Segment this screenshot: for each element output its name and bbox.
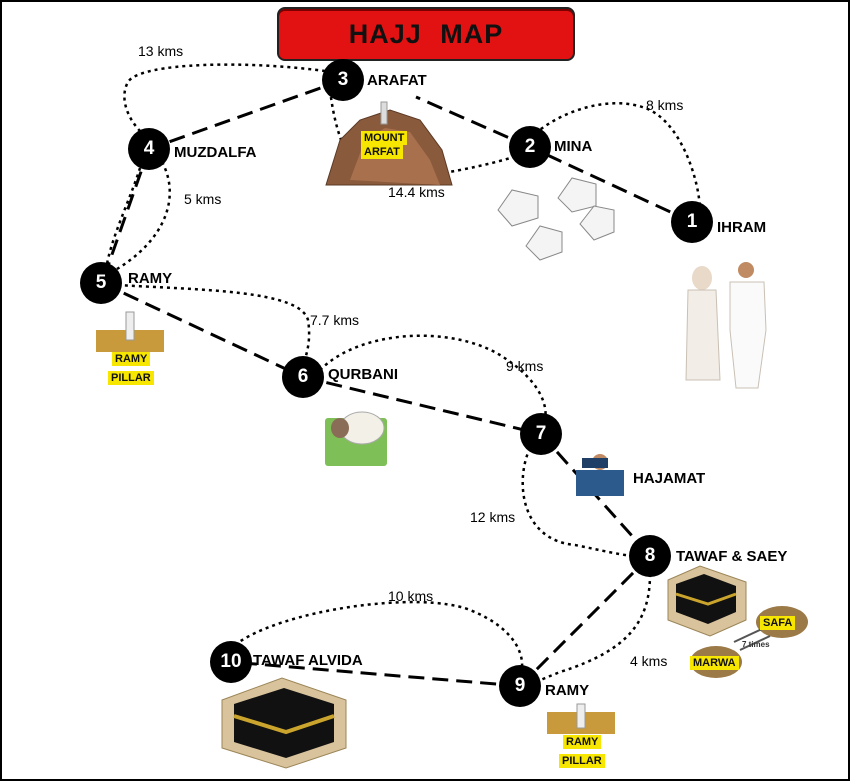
ramy-pillar-2-sign-line1: RAMY (563, 735, 602, 749)
ramy-pillar-2-sign-line2: PILLAR (559, 754, 605, 768)
stop-6-label: QURBANI (328, 366, 398, 383)
sheep-illustration (325, 411, 387, 466)
marwa-sign: MARWA (690, 656, 739, 670)
map-title-banner: HAJJ MAP (277, 7, 575, 61)
kaaba-illustration-2 (221, 677, 347, 769)
distance-ramy-qurbani: 7.7 kms (310, 312, 360, 328)
path-7-8 (521, 447, 636, 558)
path-mina-arafat (328, 89, 521, 182)
distance-mina-arafat: 14.4 kms (388, 184, 445, 200)
stop-5-label: RAMY (128, 270, 173, 287)
stop-2-label: MINA (554, 138, 593, 155)
ramy-pillar-1-illustration (96, 311, 164, 352)
path-arafat-muzdalfa (123, 63, 333, 141)
stop-1-label: IHRAM (717, 219, 767, 236)
stop-2-marker: 2 (509, 126, 551, 168)
stop-9-marker: 9 (499, 665, 541, 707)
stop-6-marker: 6 (282, 356, 324, 398)
stop-5-marker: 5 (80, 262, 122, 304)
route-1-2 (529, 145, 693, 224)
path-8-9 (529, 573, 652, 688)
ramy-pillar-1-sign-line2: PILLAR (108, 371, 154, 385)
route-9-10 (230, 660, 521, 688)
distance-arafat-muzdalfa: 13 kms (138, 43, 184, 59)
distance-mina-ihram: 8 kms (646, 97, 684, 113)
route-2-3 (415, 95, 531, 149)
distance-8-9: 4 kms (630, 653, 668, 669)
distance-7-8: 12 kms (470, 509, 516, 525)
mount-arfat-sign-line2: ARFAT (361, 145, 403, 159)
path-qurbani-7 (319, 334, 547, 421)
distance-qurbani-7: 9 kms (506, 358, 544, 374)
path-10-9 (234, 600, 524, 673)
stop-1-marker: 1 (671, 201, 713, 243)
pilgrims-illustration (685, 262, 767, 389)
stop-9-label: RAMY (545, 682, 590, 699)
stop-3-label: ARAFAT (367, 72, 427, 89)
kaaba-illustration-1 (667, 565, 747, 637)
path-ramy-qurbani (117, 283, 311, 367)
tents-illustration (497, 177, 615, 261)
stop-4-marker: 4 (128, 128, 170, 170)
seven-times-label: 7 times (742, 640, 770, 649)
path-muzdalfa-ramy (104, 161, 171, 274)
stop-7-marker: 7 (520, 413, 562, 455)
safa-sign: SAFA (760, 616, 796, 630)
stop-3-marker: 3 (322, 59, 364, 101)
hajamat-label: HAJAMAT (633, 470, 706, 487)
mount-arfat-sign-line1: MOUNT (361, 131, 408, 145)
stop-8-marker: 8 (629, 535, 671, 577)
stop-10-label: TAWAF ALVIDA (253, 652, 363, 669)
barber-illustration (576, 454, 624, 496)
route-6-7 (302, 375, 542, 436)
stop-4-label: MUZDALFA (174, 144, 257, 161)
route-5-6 (101, 281, 304, 379)
ramy-pillar-2-illustration (547, 703, 615, 734)
stop-8-label: TAWAF & SAEY (676, 548, 788, 565)
distance-10-9: 10 kms (388, 588, 434, 604)
distance-muzdalfa-ramy: 5 kms (184, 191, 222, 207)
map-title: HAJJ MAP (348, 18, 504, 49)
ramy-pillar-1-sign-line1: RAMY (112, 352, 151, 366)
route-3-4 (148, 78, 344, 151)
dotted-paths (104, 63, 702, 688)
stop-10-marker: 10 (210, 641, 252, 683)
path-mina-ihram (529, 102, 702, 213)
route-8-9 (518, 554, 652, 688)
